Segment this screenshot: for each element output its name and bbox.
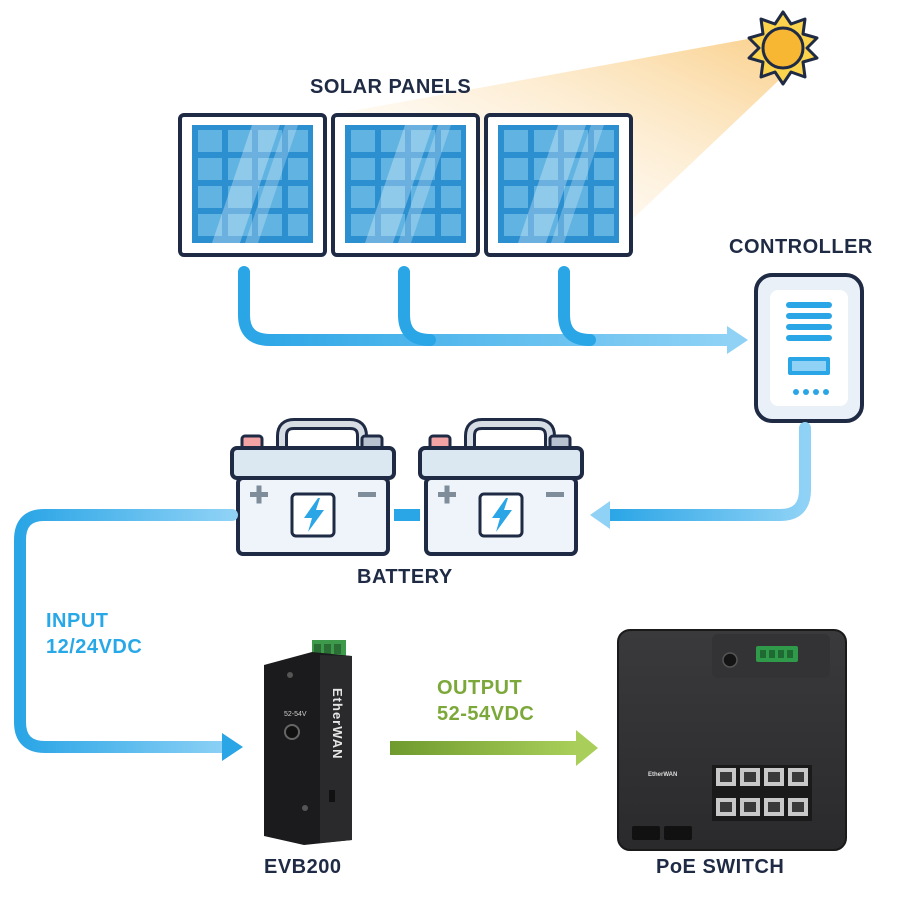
- solar-panel-2: [331, 113, 480, 257]
- panel-to-controller-lines: [238, 266, 734, 346]
- evb200-device: [264, 640, 352, 845]
- output-label-line2: 52-54VDC: [437, 703, 535, 725]
- evb-brand-text: EtherWAN: [330, 688, 345, 760]
- arrow-to-switch: [576, 730, 598, 766]
- input-label-line1: INPUT: [46, 610, 109, 632]
- solar-panel-3: [484, 113, 633, 257]
- poe-switch-label: PoE SWITCH: [656, 856, 785, 878]
- evb-voltage-text: 52-54V: [284, 711, 307, 718]
- sun-icon: [747, 10, 819, 86]
- evb200-label: EVB200: [264, 856, 342, 878]
- battery-1: [230, 418, 396, 556]
- controller-label: CONTROLLER: [729, 236, 873, 258]
- output-label-line1: OUTPUT: [437, 677, 523, 699]
- output-line: [390, 741, 576, 755]
- input-label: INPUT 12/24VDC: [46, 608, 142, 660]
- input-label-line2: 12/24VDC: [46, 636, 143, 658]
- arrow-to-evb: [222, 733, 243, 761]
- battery-2: [418, 418, 584, 556]
- charge-controller: [754, 273, 864, 423]
- arrow-to-battery: [590, 501, 610, 529]
- poe-switch-device: [617, 629, 847, 851]
- battery-label: BATTERY: [357, 566, 453, 588]
- solar-panel-1: [178, 113, 327, 257]
- switch-brand-text: EtherWAN: [648, 772, 677, 778]
- arrow-to-controller: [727, 326, 748, 354]
- battery-to-evb-line: [14, 509, 238, 753]
- battery-link: [394, 509, 420, 521]
- controller-to-battery-line: [602, 422, 811, 521]
- solar-panels-label: SOLAR PANELS: [310, 76, 472, 98]
- output-label: OUTPUT 52-54VDC: [437, 675, 534, 727]
